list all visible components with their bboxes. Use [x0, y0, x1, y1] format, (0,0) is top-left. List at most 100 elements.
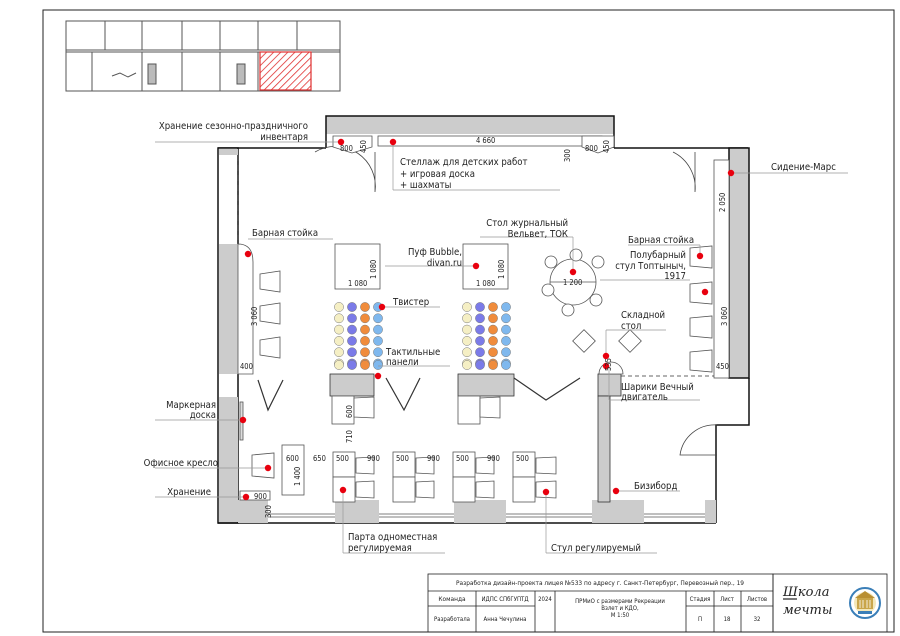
- label-marker-board: Маркерная: [166, 400, 216, 411]
- dim-1080-pouf-right-w: 1 080: [476, 279, 495, 288]
- twister-dot: [373, 360, 383, 370]
- label-desk-2: регулируемая: [348, 543, 412, 554]
- label-shelf-2: + игровая доска: [400, 169, 475, 180]
- label-pouf-2: divan.ru: [427, 258, 462, 269]
- marker-dot: [701, 288, 709, 296]
- dim-1400: 1 400: [293, 467, 302, 486]
- leader-lines: [155, 141, 848, 554]
- marker-dot: [244, 250, 252, 258]
- dim-500-4: 500: [516, 454, 529, 463]
- twister-dot: [360, 336, 370, 346]
- dim-500-2: 500: [396, 454, 409, 463]
- twister-dot: [334, 360, 344, 370]
- logo-text-1: Школа: [782, 585, 829, 600]
- dim-500-1: 500: [336, 454, 349, 463]
- university-seal-icon: [849, 587, 881, 619]
- dim-1080-pouf-right-h: 1 080: [497, 260, 506, 279]
- dim-300-top: 300: [563, 149, 572, 162]
- tb-stage-label: Стадия: [690, 596, 711, 603]
- marker-dot: [242, 493, 250, 501]
- walls: [217, 115, 750, 524]
- tb-team-label: Команда: [438, 595, 466, 603]
- tb-author-label: Разработала: [434, 616, 470, 623]
- twister-dot: [462, 347, 472, 358]
- dim-4660: 4 660: [476, 136, 495, 145]
- dim-3060-right: 3 060: [720, 307, 729, 326]
- marker-dot: [612, 487, 620, 495]
- label-tactile-panels-2: панели: [386, 357, 419, 368]
- furniture: [237, 135, 713, 503]
- twister-dot: [462, 336, 472, 346]
- label-coffee-table: Стол журнальный: [486, 218, 568, 229]
- marker-dot: [389, 138, 397, 146]
- dim-500-3: 500: [456, 454, 469, 463]
- twister-grid-left: [334, 302, 383, 370]
- twister-dot: [347, 324, 357, 335]
- twister-dot: [334, 336, 344, 346]
- tb-sheet-label: Лист: [720, 596, 734, 603]
- marker-dot: [602, 352, 610, 360]
- twister-dot: [501, 324, 511, 335]
- marker-dot: [472, 262, 480, 270]
- twister-dot: [360, 347, 370, 358]
- title-block-text: Разработка дизайн-проекта лицея №533 по …: [434, 579, 767, 623]
- label-mars-seat: Сидение-Марс: [771, 162, 836, 173]
- school-of-dreams-logo: Школа мечты: [782, 585, 832, 618]
- label-storage: Хранение: [167, 487, 211, 498]
- twister-dot: [373, 313, 383, 324]
- marker-dot: [727, 169, 735, 177]
- logo-text-2: мечты: [783, 603, 832, 618]
- label-balls: Шарики Вечный: [621, 382, 694, 393]
- twister-dot: [501, 360, 511, 370]
- dim-800-right: 800: [585, 144, 598, 153]
- label-seasonal-storage: Хранение сезонно-праздничного: [159, 121, 308, 132]
- label-bar-counter-right: Барная стойка: [628, 235, 694, 246]
- dim-450-bar: 450: [716, 362, 729, 371]
- label-seasonal-storage-2: инвентаря: [260, 132, 308, 143]
- marker-dot: [378, 303, 386, 311]
- dim-535: 535: [604, 358, 613, 371]
- twister-dot: [360, 324, 370, 335]
- label-bar-stool: Полубарный: [630, 250, 686, 261]
- twister-dot: [347, 360, 357, 370]
- twister-dot: [462, 313, 472, 324]
- dim-400: 400: [240, 362, 253, 371]
- label-marker-board-2: доска: [190, 410, 216, 421]
- dim-600-office: 600: [286, 454, 299, 463]
- twister-dot: [347, 302, 357, 312]
- label-adjustable-chair: Стул регулируемый: [551, 543, 641, 554]
- dim-600-desk: 600: [345, 405, 354, 418]
- marker-dot: [339, 486, 347, 494]
- twister-dot: [488, 313, 498, 324]
- marker-dot: [264, 464, 272, 472]
- dim-710: 710: [345, 430, 354, 443]
- label-bar-stool-3: 1917: [664, 271, 686, 282]
- dim-900-3: 900: [487, 454, 500, 463]
- title-block: [427, 573, 888, 633]
- twister-grid-right: [462, 302, 511, 370]
- label-desk: Парта одноместная: [348, 532, 437, 543]
- twister-dot: [488, 347, 498, 358]
- label-shelf-3: + шахматы: [400, 180, 451, 191]
- twister-dot: [488, 324, 498, 335]
- twister-dot: [360, 360, 370, 370]
- label-tactile-panels: Тактильные: [385, 347, 440, 358]
- marker-dot: [337, 138, 345, 146]
- twister-dot: [347, 313, 357, 324]
- labels: Хранение сезонно-праздничного инвентаря …: [144, 121, 837, 554]
- twister-dot: [462, 324, 472, 335]
- key-plan-highlight: [259, 51, 312, 91]
- label-bar-stool-2: стул Топтыныч,: [615, 261, 686, 272]
- marker-dot: [696, 252, 704, 260]
- pouf-left: [334, 243, 381, 290]
- twister-dot: [373, 347, 383, 358]
- twister-dot: [347, 336, 357, 346]
- dim-1200: 1 200: [563, 278, 582, 287]
- twister-dot: [475, 336, 485, 346]
- twister-dot: [360, 313, 370, 324]
- twister-dot: [501, 302, 511, 312]
- twister-dot: [475, 313, 485, 324]
- label-coffee-table-2: Вельвет, ТОК: [508, 229, 568, 240]
- twister-dot: [462, 302, 472, 312]
- markers: [239, 138, 735, 501]
